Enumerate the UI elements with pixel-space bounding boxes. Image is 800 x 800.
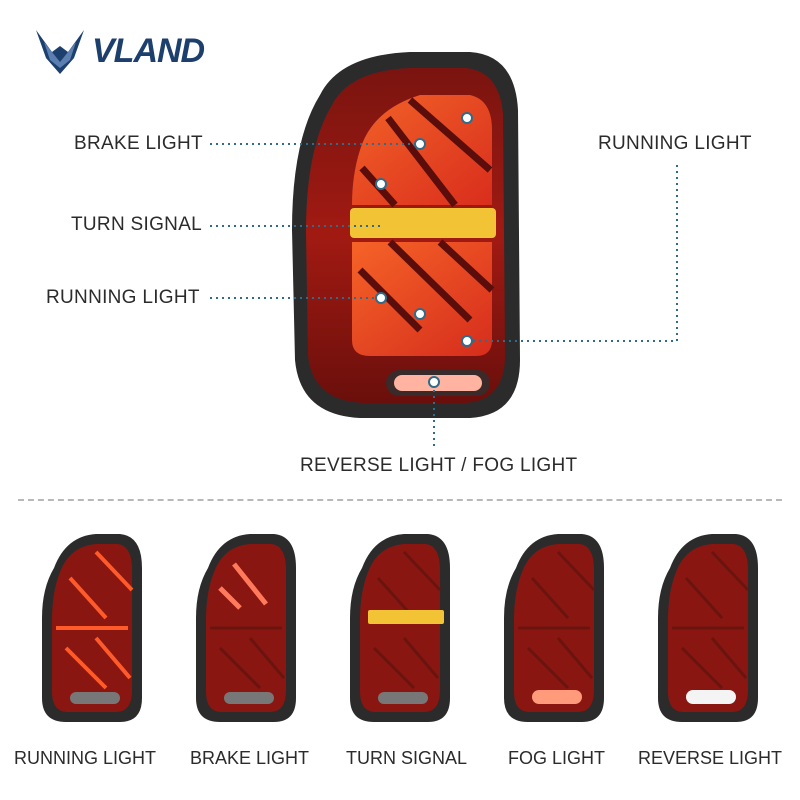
main-taillight-diagram (210, 52, 678, 448)
callout-running-light-left: RUNNING LIGHT (46, 287, 200, 308)
thumb-brake-light (196, 534, 296, 722)
mode-label-turn-signal: TURN SIGNAL (346, 748, 468, 768)
callout-reverse-fog-light: REVERSE LIGHT / FOG LIGHT (300, 455, 578, 476)
mode-label-running-light: RUNNING LIGHT (14, 748, 157, 768)
callout-brake-light: BRAKE LIGHT (74, 133, 203, 154)
dashed-divider (18, 499, 782, 501)
thumb-turn-signal (350, 534, 450, 722)
mode-label-reverse-light: REVERSE LIGHT (638, 748, 783, 768)
wolf-emblem-icon (36, 30, 84, 74)
thumb-running-light (42, 534, 142, 722)
vland-logo: VLAND (30, 22, 230, 82)
thumb-fog-light (504, 534, 604, 722)
mode-label-brake-light: BRAKE LIGHT (190, 748, 310, 768)
callout-turn-signal: TURN SIGNAL (71, 214, 203, 235)
callout-running-light-right: RUNNING LIGHT (598, 133, 752, 154)
thumb-reverse-light (658, 534, 758, 722)
mode-label-fog-light: FOG LIGHT (508, 748, 606, 768)
turn-signal-bar (350, 208, 496, 238)
brand-name: VLAND (92, 32, 205, 70)
